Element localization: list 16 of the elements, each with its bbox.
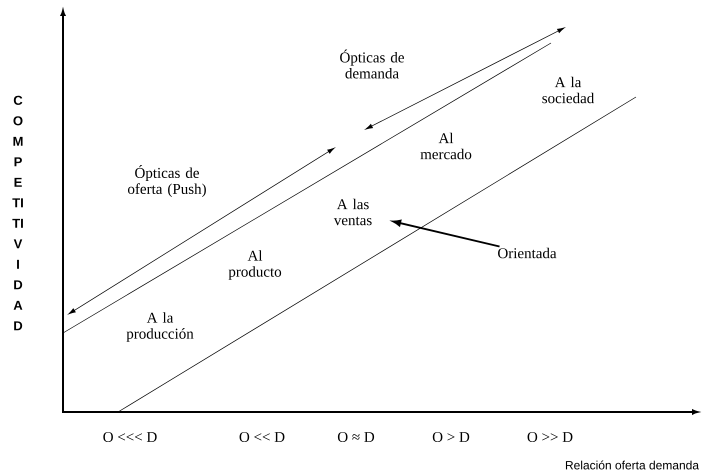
arrow [392, 220, 500, 248]
region-label: Al mercado [420, 132, 472, 160]
tick-label: O <<< D [103, 432, 157, 442]
region-label: Al producto [228, 250, 282, 280]
region-label: A la producción [126, 312, 194, 342]
tick-label: O > D [432, 432, 470, 442]
region-label: A la sociedad [542, 76, 594, 104]
region-label: Ópticas de oferta (Push) [128, 164, 206, 198]
axis-title: COMPETITIVIDAD [12, 96, 23, 330]
tick-label: O ≈ D [338, 432, 374, 442]
text-label: Orientada [498, 248, 556, 258]
tick-label: O >> D [528, 432, 572, 442]
tick-label: O << D [240, 432, 284, 442]
text-label: A las ventas [334, 198, 372, 226]
axis-title: Relación oferta demanda [566, 460, 699, 470]
region-label: Ópticas de demanda [340, 49, 404, 78]
